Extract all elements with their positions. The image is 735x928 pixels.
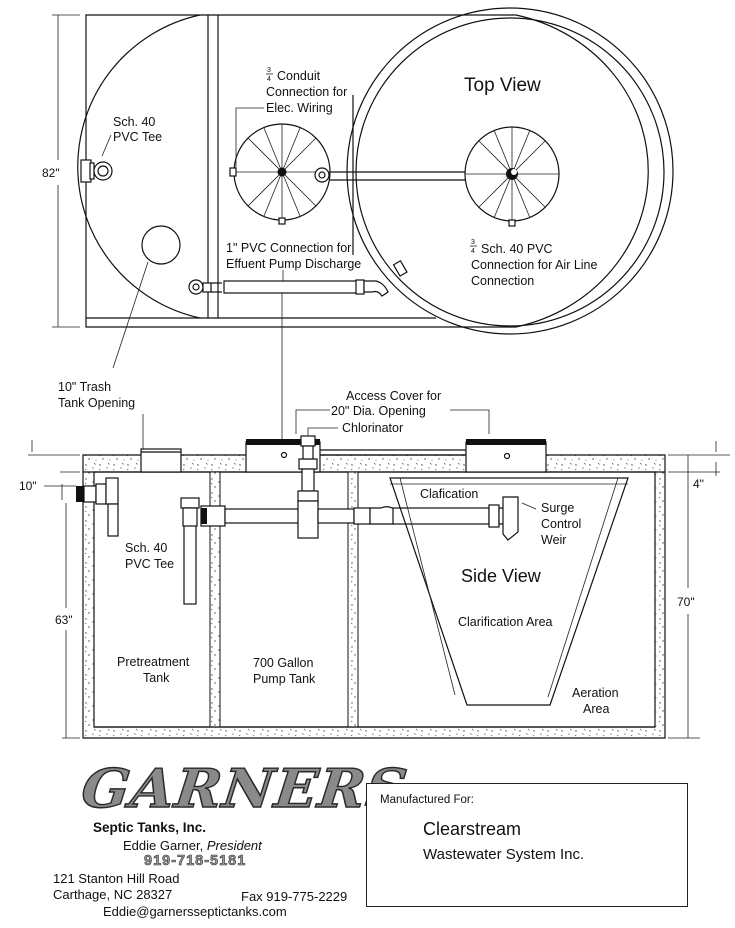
clarifier-riser bbox=[464, 126, 560, 227]
top-view: 82" bbox=[42, 7, 674, 442]
clarifier-circle-outer bbox=[346, 7, 674, 335]
airline-label: 3 4 Sch. 40 PVC Connection for Air Line … bbox=[470, 239, 598, 288]
company-block: GARNERS Septic Tanks, Inc. Eddie Garner,… bbox=[48, 756, 412, 926]
pump-discharge-label-line1: 1" PVC Connection for bbox=[226, 241, 351, 255]
effluent-discharge-pipe bbox=[188, 259, 408, 297]
dimension-82: 82" bbox=[42, 14, 80, 328]
pump-tank-label-line2: Pump Tank bbox=[253, 672, 316, 686]
pretreatment-label-line2: Tank bbox=[143, 671, 170, 685]
pvc-tee-side bbox=[76, 477, 200, 605]
top-tee-label-line1: Sch. 40 bbox=[113, 115, 155, 129]
garners-logo: GARNERS bbox=[78, 757, 412, 821]
surge-label-line3: Weir bbox=[541, 533, 566, 547]
airline-label-line2: Connection for Air Line bbox=[471, 258, 598, 272]
side-dimensions bbox=[28, 440, 730, 739]
conduit-fraction-den: 4 bbox=[267, 76, 271, 83]
company-subtitle: Septic Tanks, Inc. bbox=[93, 820, 207, 835]
left-end-arc bbox=[77, 14, 201, 319]
conduit-label: 3 4 Conduit Connection for Elec. Wiring bbox=[266, 67, 347, 115]
manufactured-for-label: Manufactured For: bbox=[380, 794, 474, 806]
airline-fraction-den: 4 bbox=[471, 248, 475, 255]
access-label-line1: Access Cover for bbox=[346, 389, 441, 403]
airline-label-line3: Connection bbox=[471, 274, 534, 288]
company-address-line2: Carthage, NC 28327 bbox=[53, 887, 173, 902]
pretreatment-label-line1: Pretreatment bbox=[117, 655, 190, 669]
clarification-area-label: Clarification Area bbox=[458, 615, 553, 629]
top-tee-label-line2: PVC Tee bbox=[113, 130, 162, 144]
airline-pipe-top bbox=[314, 167, 465, 183]
pump-discharge-label-line2: Effuent Pump Discharge bbox=[226, 257, 361, 271]
clarifier-cone bbox=[389, 477, 629, 706]
conduit-label-line3: Elec. Wiring bbox=[266, 101, 333, 115]
company-fax: Fax 919-775-2229 bbox=[241, 889, 348, 904]
aeration-label-line1: Aeration bbox=[572, 686, 619, 700]
trash-label-line2: Tank Opening bbox=[58, 396, 135, 410]
aeration-label-line2: Area bbox=[583, 702, 609, 716]
side-view: Side View 10" Trash Tank Opening Access … bbox=[19, 380, 730, 739]
top-view-width-dimension: 82" bbox=[42, 166, 60, 180]
manufactured-for-box: Manufactured For: Clearstream Wastewater… bbox=[366, 783, 688, 907]
surge-label-line1: Surge bbox=[541, 501, 574, 515]
conduit-fraction-num: 3 bbox=[267, 67, 271, 74]
person-title: President bbox=[206, 838, 262, 853]
conduit-label-line1: Conduit bbox=[277, 69, 321, 83]
dim-right-top: 4" bbox=[693, 477, 704, 491]
side-tee-label-line2: PVC Tee bbox=[125, 557, 174, 571]
manufacturer-subtitle: Wastewater System Inc. bbox=[423, 846, 585, 863]
trash-tank-opening-top bbox=[141, 225, 181, 265]
trash-label-line1: 10" Trash bbox=[58, 380, 111, 394]
chlorinator-label: Chlorinator bbox=[342, 421, 403, 435]
pump-tank-label-line1: 700 Gallon bbox=[253, 656, 314, 670]
chlorinator bbox=[298, 427, 466, 470]
airline-fraction-num: 3 bbox=[471, 239, 475, 246]
company-email: Eddie@garnersseptictanks.com bbox=[103, 904, 287, 919]
trash-tank-opening-riser bbox=[140, 448, 182, 473]
clarification-label: Clafication bbox=[420, 487, 478, 501]
side-tee-label-line1: Sch. 40 bbox=[125, 541, 167, 555]
company-address-line1: 121 Stanton Hill Road bbox=[53, 871, 180, 886]
conduit-label-line2: Connection for bbox=[266, 85, 347, 99]
airline-label-line1: Sch. 40 PVC bbox=[481, 242, 553, 256]
dim-right-main: 70" bbox=[677, 595, 695, 609]
pump-tank-piping bbox=[200, 468, 537, 541]
person-name: Eddie Garner, bbox=[123, 838, 204, 853]
surge-label-line2: Control bbox=[541, 517, 581, 531]
company-person: Eddie Garner, President bbox=[123, 838, 262, 853]
dim-left-top: 10" bbox=[19, 479, 37, 493]
manufacturer-name: Clearstream bbox=[423, 819, 522, 839]
dim-left-main: 63" bbox=[55, 613, 73, 627]
top-view-title: Top View bbox=[464, 75, 541, 96]
pvc-tee-top bbox=[80, 134, 113, 183]
side-view-title: Side View bbox=[461, 566, 542, 586]
company-phone: 919-718-5181 bbox=[144, 853, 247, 870]
top-view-outline bbox=[85, 14, 649, 328]
access-label-line2: 20" Dia. Opening bbox=[331, 404, 426, 418]
